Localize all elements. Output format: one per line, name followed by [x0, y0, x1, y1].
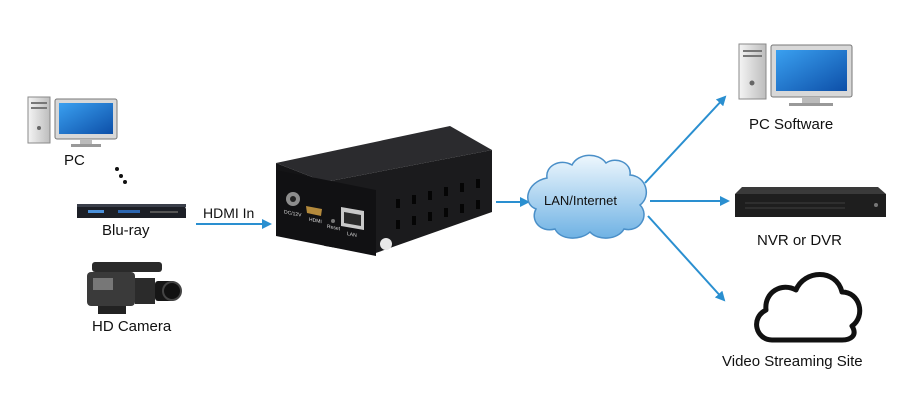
ellipsis-dots [115, 167, 127, 184]
pc-software-label: PC Software [749, 116, 834, 133]
encoder-device [276, 126, 492, 256]
nvr-icon [735, 187, 886, 217]
arrow-to-streaming [647, 215, 726, 302]
camcorder-icon [87, 262, 182, 314]
nvr-label: NVR or DVR [757, 232, 843, 249]
pc-software-icon [738, 43, 853, 106]
cloud-label: LAN/Internet [544, 193, 617, 208]
cloud-outline-icon [754, 272, 863, 343]
arrow-to-pc-software [644, 95, 727, 184]
camera-label: HD Camera [92, 318, 172, 335]
bluray-label: Blu-ray [102, 222, 150, 239]
streaming-label: Video Streaming Site [722, 353, 863, 370]
pc-label: PC [64, 152, 85, 169]
cloud-icon [527, 154, 648, 239]
bluray-player-icon [77, 204, 186, 218]
pc-icon [27, 96, 118, 147]
hdmi-in-label: HDMI In [203, 205, 255, 221]
